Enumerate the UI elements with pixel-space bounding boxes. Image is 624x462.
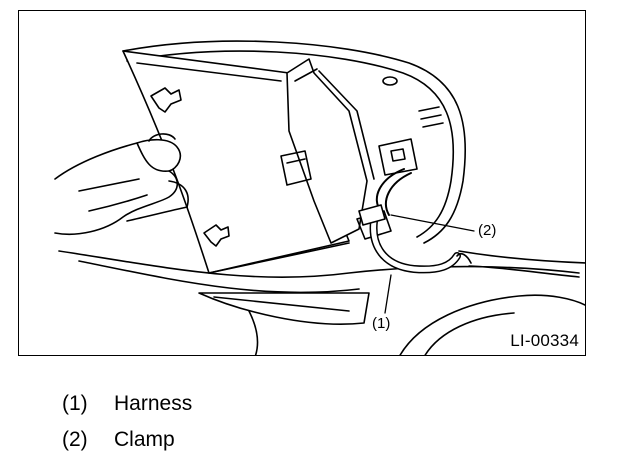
callout-2: (2) — [477, 222, 498, 239]
legend-label: Clamp — [114, 428, 175, 451]
legend-item: (1) Harness — [62, 386, 192, 422]
legend-item: (2) Clamp — [62, 422, 192, 458]
legend-number: (1) — [62, 392, 88, 415]
callout-1: (1) — [371, 315, 392, 332]
legend-label: Harness — [114, 392, 193, 415]
mirror-harness-drawing — [54, 40, 585, 355]
figure-id: LI-00334 — [510, 331, 579, 350]
legend-number: (2) — [62, 428, 88, 451]
illustration-frame: (2) (1) LI-00334 — [18, 10, 586, 356]
callout-legend: (1) Harness (2) Clamp — [62, 386, 192, 458]
harness-drawing — [358, 168, 475, 314]
